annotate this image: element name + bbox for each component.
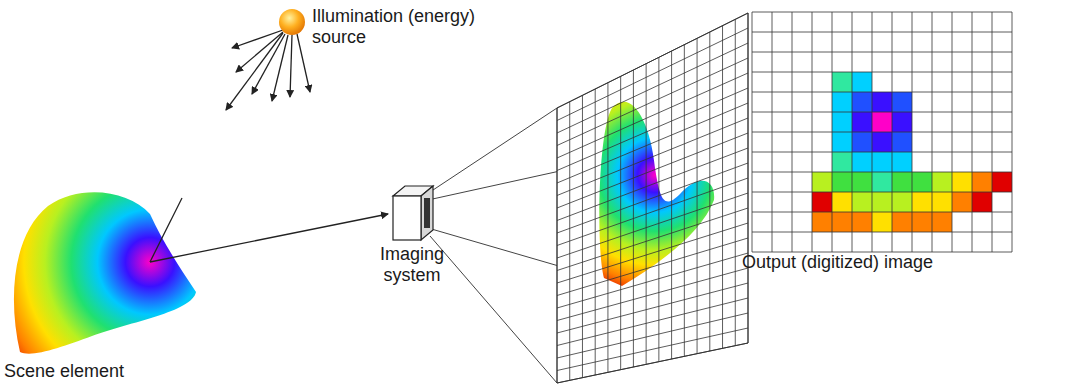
grid-line bbox=[752, 132, 1012, 133]
grid-line bbox=[752, 112, 1012, 113]
pixel-cell bbox=[852, 92, 872, 112]
grid-line bbox=[752, 12, 1012, 13]
pixel-cell bbox=[892, 192, 912, 212]
pixel-cell bbox=[892, 132, 912, 152]
grid-line bbox=[557, 43, 748, 133]
pixel-cell bbox=[832, 132, 852, 152]
grid-line bbox=[557, 73, 748, 158]
grid-line bbox=[557, 58, 748, 146]
pixel-cell bbox=[872, 132, 892, 152]
pixel-cell bbox=[852, 112, 872, 132]
pixel-cell bbox=[832, 112, 852, 132]
sensor-grid bbox=[557, 13, 748, 383]
grid-line bbox=[557, 193, 748, 258]
grid-line bbox=[557, 28, 748, 121]
pixel-cell bbox=[812, 172, 832, 192]
pixel-cell bbox=[952, 192, 972, 212]
pixel-cell bbox=[952, 172, 972, 192]
source-label: Illumination (energy) source bbox=[312, 6, 502, 48]
pixel-cell bbox=[932, 172, 952, 192]
pixel-cell bbox=[832, 192, 852, 212]
grid-line bbox=[752, 212, 1012, 213]
grid-line bbox=[752, 232, 1012, 233]
pixel-cell bbox=[872, 92, 892, 112]
pixel-cell bbox=[972, 172, 992, 192]
grid-line bbox=[557, 238, 748, 296]
reflected-ray bbox=[150, 214, 388, 262]
pixel-cell bbox=[972, 192, 992, 212]
pixel-cell bbox=[872, 172, 892, 192]
grid-line bbox=[557, 268, 748, 321]
grid-line bbox=[557, 283, 748, 333]
grid-line bbox=[752, 72, 1012, 73]
grid-line bbox=[557, 253, 748, 308]
sun-source bbox=[279, 9, 305, 35]
scene-element bbox=[14, 192, 196, 353]
grid-line bbox=[752, 172, 1012, 173]
grid-line bbox=[557, 103, 748, 183]
pixel-cell bbox=[872, 192, 892, 212]
output-label: Output (digitized) image bbox=[742, 252, 1042, 273]
pixel-cell bbox=[812, 192, 832, 212]
pixel-cell bbox=[892, 92, 912, 112]
pixel-cell bbox=[852, 192, 872, 212]
grid-line bbox=[557, 313, 748, 358]
pixel-cell bbox=[832, 152, 852, 172]
pixel-cell bbox=[832, 172, 852, 192]
grid-line bbox=[752, 152, 1012, 153]
pixel-cell bbox=[992, 172, 1012, 192]
grid-line bbox=[557, 163, 748, 233]
scene-label: Scene element bbox=[4, 361, 164, 382]
grid-line bbox=[557, 133, 748, 208]
grid-line bbox=[557, 13, 748, 108]
imaging-label: Imaging system bbox=[367, 244, 457, 286]
light-rays bbox=[226, 30, 310, 110]
pixel-cell bbox=[832, 72, 852, 92]
grid-line bbox=[557, 343, 748, 383]
grid-line bbox=[557, 223, 748, 283]
pixel-cell bbox=[892, 212, 912, 232]
grid-line bbox=[557, 148, 748, 221]
pixel-cell bbox=[832, 212, 852, 232]
pixel-cell bbox=[892, 112, 912, 132]
camera bbox=[393, 186, 433, 240]
pixel-cell bbox=[852, 212, 872, 232]
pixel-cell bbox=[872, 212, 892, 232]
grid-line bbox=[557, 178, 748, 246]
grid-line bbox=[752, 32, 1012, 33]
pixel-cell bbox=[832, 92, 852, 112]
pixel-cell bbox=[852, 132, 872, 152]
pixel-cell bbox=[932, 212, 952, 232]
image-plane bbox=[557, 13, 748, 383]
pixel-cell bbox=[852, 172, 872, 192]
pixel-grid bbox=[752, 12, 1012, 252]
pixel-cell bbox=[852, 152, 872, 172]
grid-line bbox=[752, 52, 1012, 53]
pixel-cell bbox=[912, 192, 932, 212]
pixel-cell bbox=[932, 192, 952, 212]
pixel-cell bbox=[852, 72, 872, 92]
pixel-cell bbox=[812, 212, 832, 232]
pixel-cell bbox=[872, 112, 892, 132]
grid-line bbox=[752, 92, 1012, 93]
pixel-cell bbox=[872, 152, 892, 172]
grid-line bbox=[752, 192, 1012, 193]
pixel-cell bbox=[912, 172, 932, 192]
pixel-cell bbox=[912, 212, 932, 232]
surface-normal bbox=[150, 198, 182, 262]
pixel-cell bbox=[892, 152, 912, 172]
grid-line bbox=[557, 298, 748, 346]
pixel-cell bbox=[892, 172, 912, 192]
